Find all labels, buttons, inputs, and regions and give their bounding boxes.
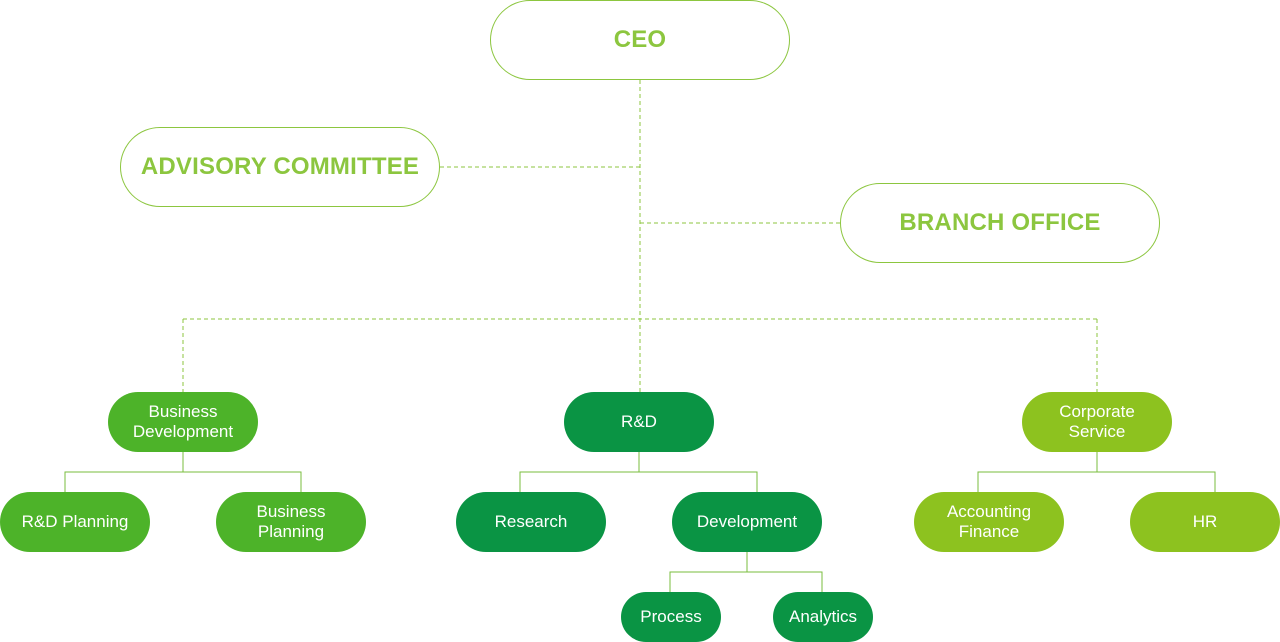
rd-children-bar [519, 471, 758, 492]
research-node: Research [456, 492, 606, 552]
branch-office-node: BRANCH OFFICE [840, 183, 1160, 263]
rnd-planning-node: R&D Planning [0, 492, 150, 552]
accounting-finance-node: Accounting Finance [914, 492, 1064, 552]
ceo-node: CEO [490, 0, 790, 80]
corporate-service-node: Corporate Service [1022, 392, 1172, 452]
advisory-committee-node: ADVISORY COMMITTEE [120, 127, 440, 207]
bd-children-bar [64, 471, 302, 492]
business-development-node: Business Development [108, 392, 258, 452]
cs-children-bar [977, 471, 1216, 492]
rnd-node: R&D [564, 392, 714, 452]
solid-connectors [64, 452, 1216, 592]
hr-node: HR [1130, 492, 1280, 552]
development-node: Development [672, 492, 822, 552]
process-node: Process [621, 592, 721, 642]
business-planning-node: Business Planning [216, 492, 366, 552]
dev-children-bar [669, 571, 823, 592]
dashed-connectors [182, 80, 1098, 392]
analytics-node: Analytics [773, 592, 873, 642]
